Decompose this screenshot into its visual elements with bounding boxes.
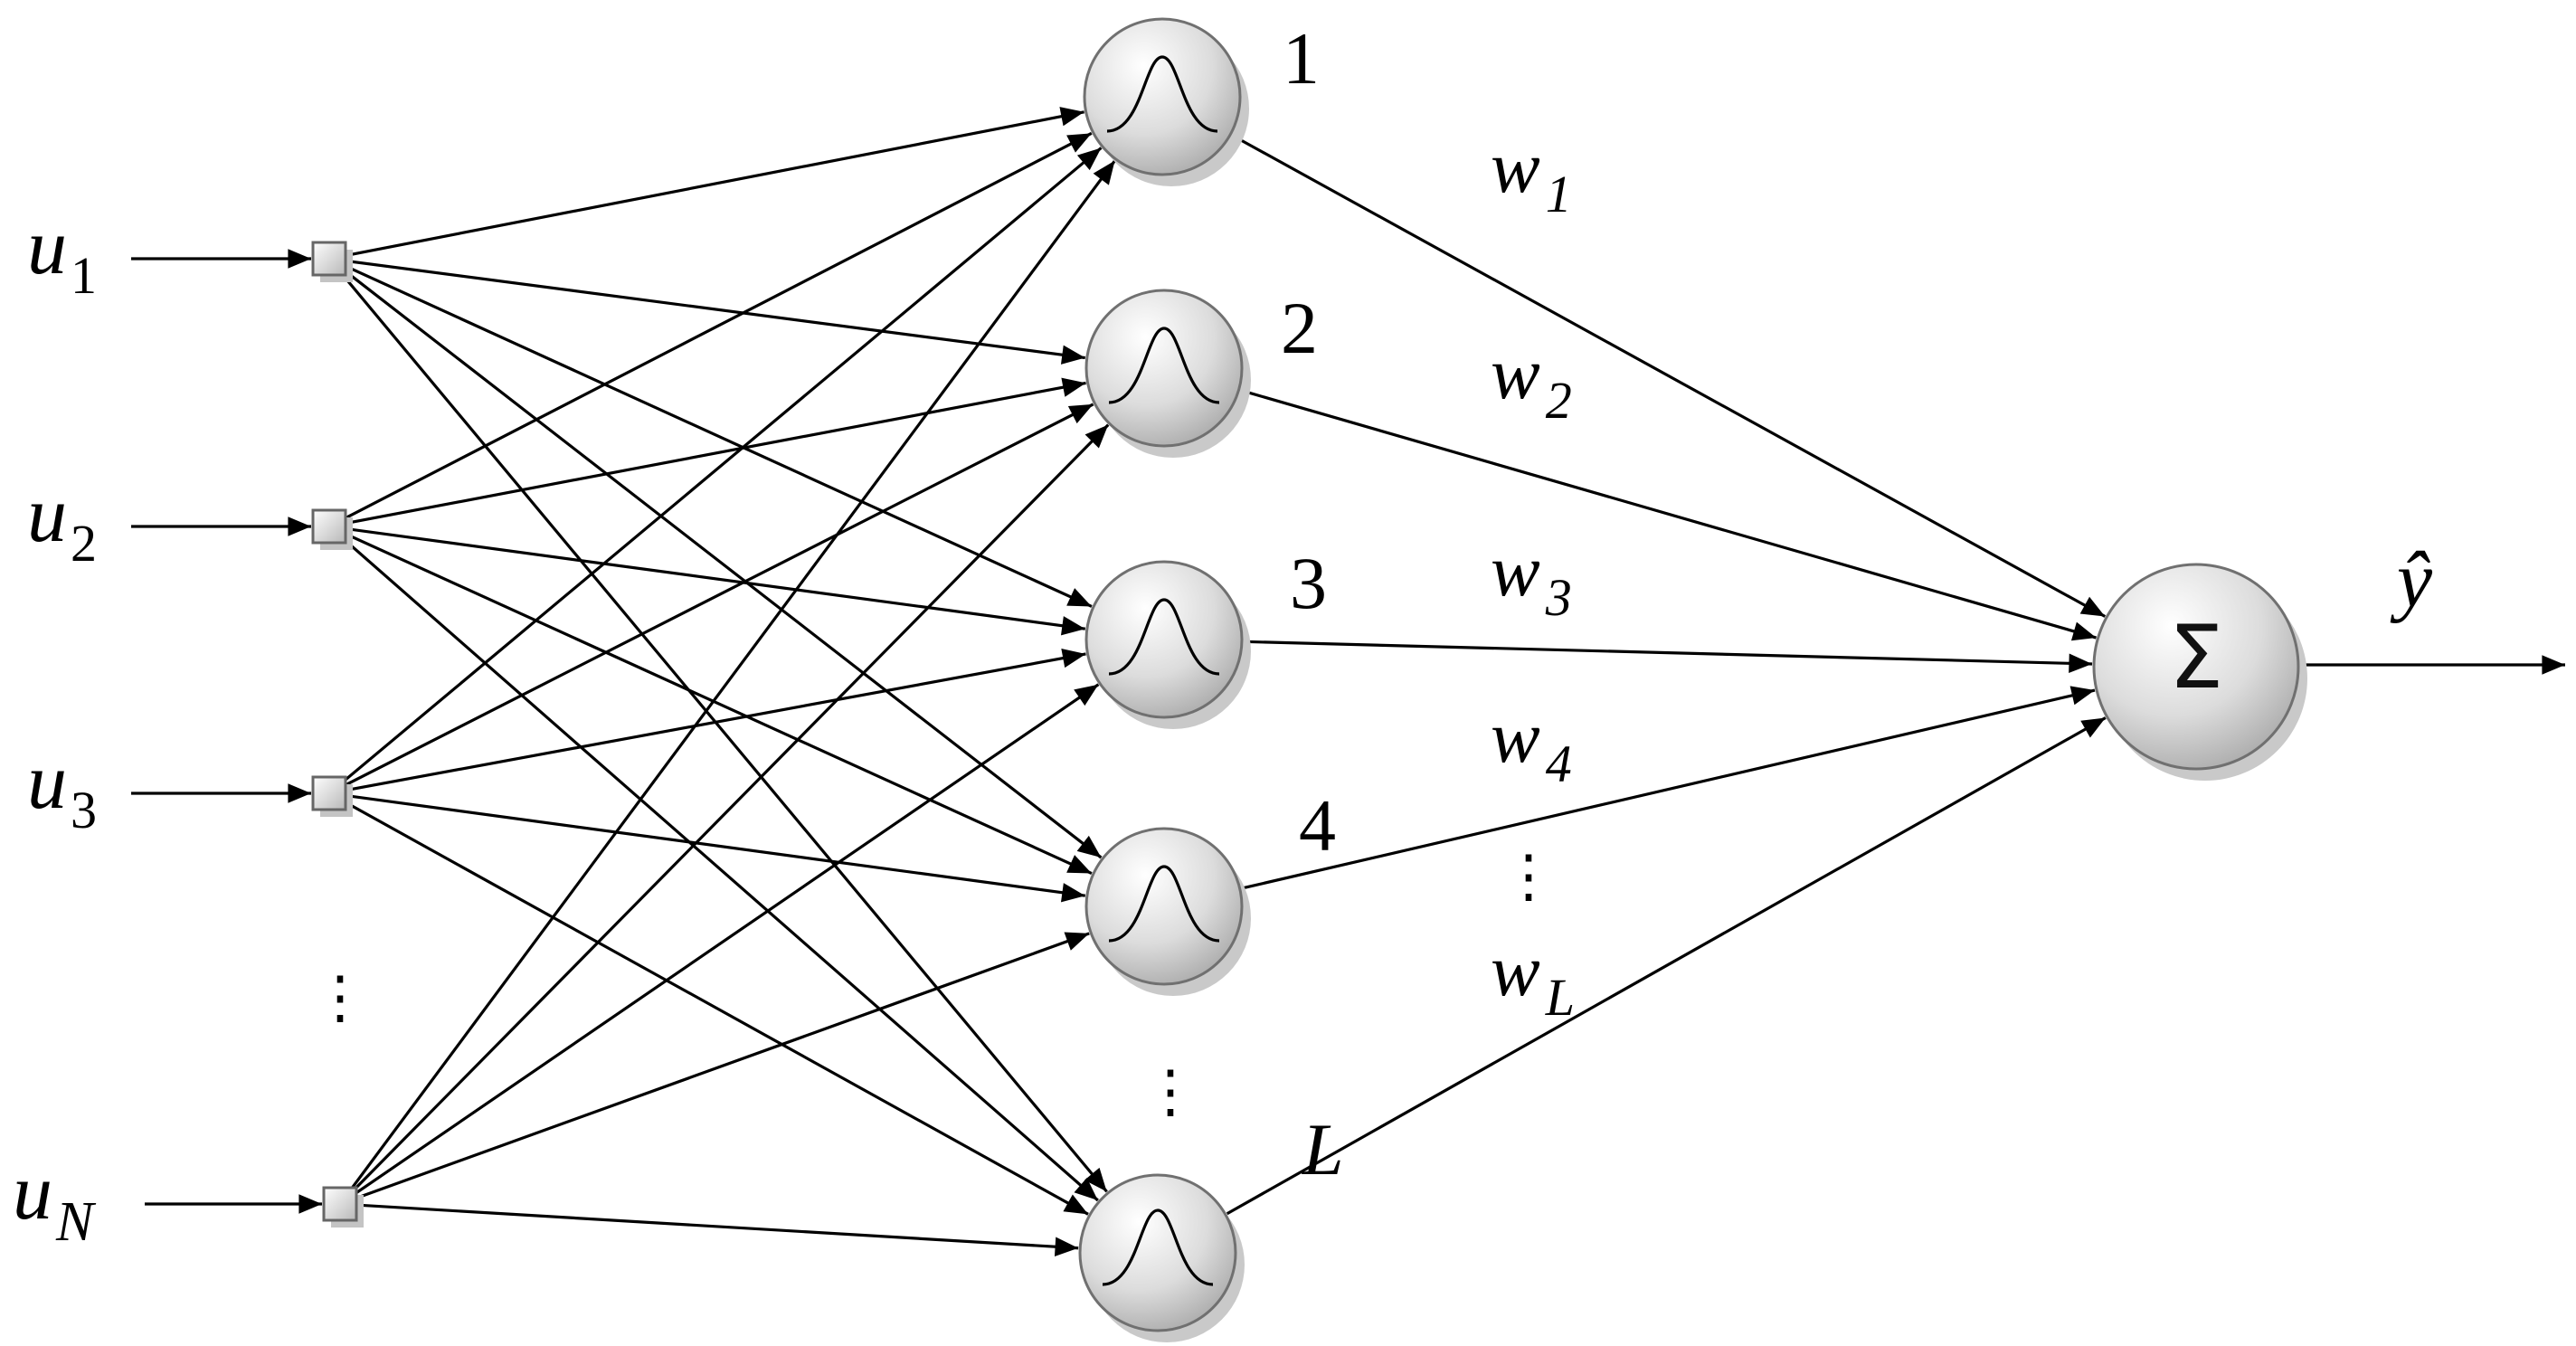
input-hidden-link — [339, 683, 1100, 1206]
hidden-label-4: 4 — [1299, 784, 1336, 867]
input-label-3: u3 — [27, 738, 97, 839]
input-node-n — [322, 1186, 364, 1228]
hidden-output-link — [1241, 686, 2096, 890]
input-label-n: uN — [13, 1149, 97, 1253]
input-label-1: u1 — [27, 204, 97, 305]
hidden-ellipsis: ⋮ — [1141, 1059, 1199, 1123]
rbf-node-4 — [1084, 827, 1251, 996]
input-hidden-link — [339, 1202, 1079, 1256]
input-hidden-link — [339, 932, 1090, 1206]
input-hidden-link — [328, 403, 1094, 795]
input-hidden-link — [328, 257, 1085, 365]
input-arrows — [131, 249, 323, 1214]
input-hidden-link — [328, 525, 1093, 876]
input-hidden-link — [327, 257, 1108, 1193]
output-label: ŷ — [2390, 536, 2433, 624]
hidden-output-link — [1226, 716, 2107, 1216]
rbf-node-3 — [1084, 560, 1251, 729]
input-hidden-link — [328, 791, 1086, 903]
input-hidden-link — [328, 257, 1093, 608]
hidden-label-3: 3 — [1290, 542, 1327, 624]
rbf-node-1 — [1083, 17, 1249, 186]
gaussian-icon — [1108, 598, 1220, 676]
input-to-hidden-links — [327, 107, 1116, 1256]
inputs-ellipsis: ⋮ — [311, 965, 369, 1029]
sigma-symbol: Σ — [2169, 607, 2224, 708]
input-hidden-link — [328, 791, 1089, 1216]
input-hidden-link — [328, 131, 1093, 528]
hidden-label-2: 2 — [1281, 287, 1318, 369]
gaussian-icon — [1108, 327, 1220, 404]
hidden-output-link — [1240, 388, 2097, 641]
weights-ellipsis: ⋮ — [1500, 844, 1558, 908]
gaussian-icon — [1106, 55, 1218, 133]
gaussian-icon — [1108, 865, 1220, 943]
input-hidden-link — [328, 649, 1086, 795]
gaussian-icon — [1102, 1209, 1214, 1286]
input-hidden-link — [328, 525, 1086, 636]
hidden-to-output-links — [1226, 134, 2107, 1216]
rbf-node-2 — [1084, 289, 1251, 458]
input-hidden-link — [328, 257, 1103, 859]
input-label-2: u2 — [27, 471, 97, 573]
summation-node: Σ — [2092, 563, 2307, 781]
input-node-1 — [311, 241, 353, 282]
input-node-2 — [311, 508, 353, 550]
input-hidden-link — [328, 107, 1084, 261]
input-hidden-link — [327, 525, 1099, 1202]
input-node-3 — [311, 775, 353, 817]
input-hidden-link — [338, 159, 1116, 1205]
input-hidden-link — [328, 377, 1086, 528]
hidden-label-l: L — [1302, 1108, 1344, 1190]
hidden-output-link — [1243, 640, 2093, 674]
hidden-output-link — [1231, 134, 2107, 618]
hidden-label-1: 1 — [1283, 17, 1320, 100]
input-hidden-link — [338, 423, 1110, 1206]
rbf-node-l — [1078, 1173, 1245, 1342]
input-hidden-link — [327, 147, 1103, 795]
